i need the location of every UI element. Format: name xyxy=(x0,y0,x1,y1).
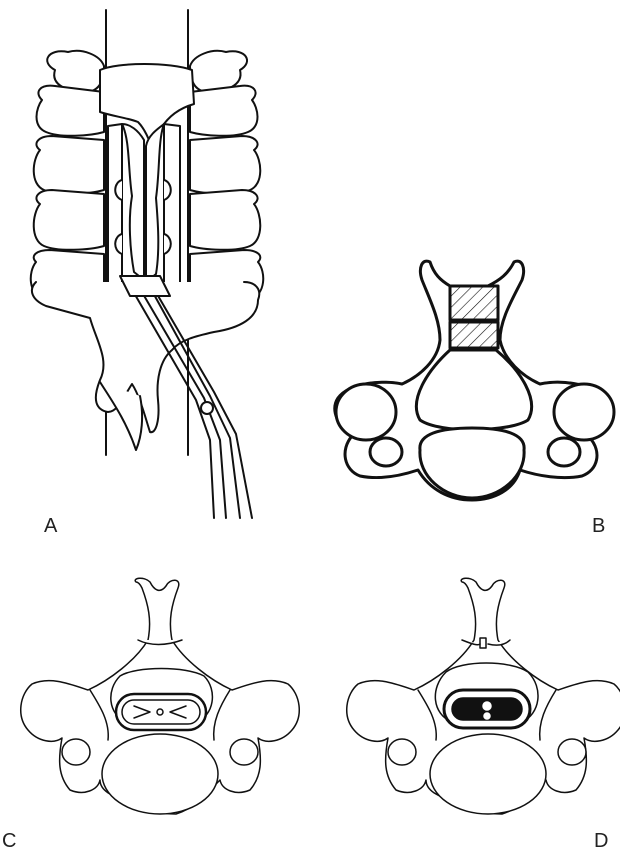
panel-label-d: D xyxy=(594,830,608,853)
lateral-mass-left-b xyxy=(336,384,396,440)
panel-c-axial-vertebra xyxy=(21,578,299,814)
tube-junction-ring xyxy=(201,402,213,414)
lower-vertebra xyxy=(32,282,259,432)
vertebral-body-c xyxy=(102,734,218,814)
foramen-right-d xyxy=(558,739,586,765)
vertebral-body-d xyxy=(430,734,546,814)
lamina-line-c xyxy=(138,640,182,645)
lateral-mass-right-b xyxy=(554,384,614,440)
panel-a-spine-posterior-view xyxy=(31,10,264,518)
panel-b-axial-vertebra-graft xyxy=(335,261,614,500)
cord-center-dot2-d xyxy=(484,713,490,719)
cord-center-dot-d xyxy=(483,702,491,710)
panel-d-axial-vertebra-laminoplasty xyxy=(347,578,620,814)
panel-label-a: A xyxy=(44,515,57,538)
hatched-graft-upper xyxy=(450,286,498,320)
foramen-left-b xyxy=(370,438,402,466)
foramen-right-c xyxy=(230,739,258,765)
vertebrae-left-column xyxy=(31,51,104,304)
panel-label-b: B xyxy=(592,515,605,538)
tube-holder xyxy=(120,276,170,296)
foramen-right-b xyxy=(548,438,580,466)
split-spinous-line-d xyxy=(480,638,486,648)
cord-center-dot-c xyxy=(157,709,163,715)
panel-label-c: C xyxy=(2,830,16,853)
foramen-left-c xyxy=(62,739,90,765)
vertebrae-right-column xyxy=(190,51,263,304)
foramen-left-d xyxy=(388,739,416,765)
hatched-graft-lower xyxy=(450,322,498,348)
